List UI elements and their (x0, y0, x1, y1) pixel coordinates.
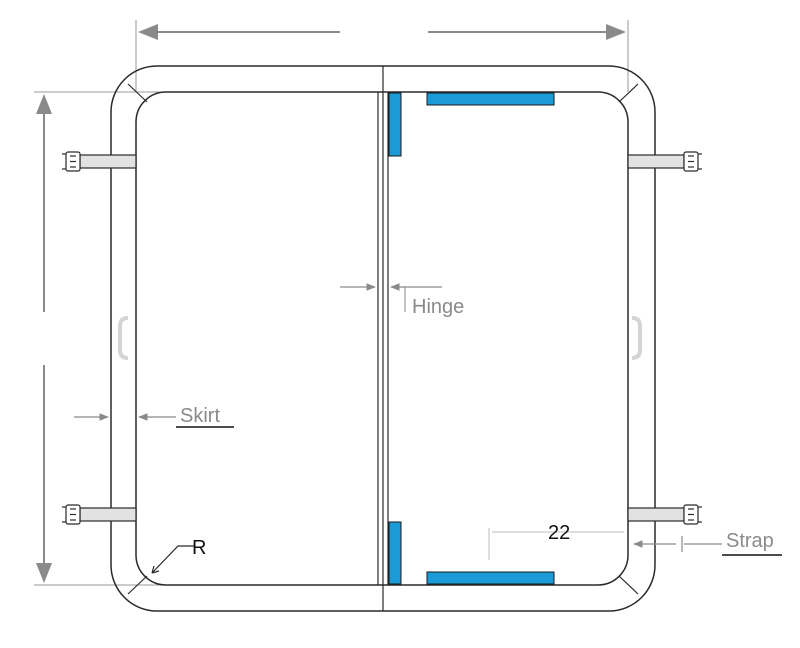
center-hinge (377, 66, 389, 611)
top-dimension (135, 20, 629, 92)
strap-callout (633, 536, 782, 556)
buckles (62, 151, 702, 525)
inner-panel (135, 91, 629, 586)
strap-bottom-left (79, 507, 137, 522)
buckle-bottom-left (62, 504, 81, 525)
top-vertical-blue-bar (388, 92, 402, 157)
left-dimension (34, 91, 170, 586)
strap-top-left (79, 154, 137, 169)
dimension-22-label: 22 (548, 522, 570, 544)
strap-bottom-right (627, 507, 685, 522)
top-horizontal-blue-bar (426, 92, 555, 106)
straps (79, 154, 685, 522)
hinge-label: Hinge (412, 296, 464, 318)
radius-label: R (192, 537, 206, 559)
bottom-horizontal-blue-bar (426, 571, 555, 585)
side-handles (118, 316, 642, 360)
hinge-callout (340, 283, 442, 312)
corner-marks (127, 83, 639, 595)
strap-label: Strap (726, 530, 774, 552)
blue-panels (388, 92, 555, 585)
dimension-22 (488, 528, 624, 560)
skirt-label: Skirt (180, 405, 220, 427)
buckle-top-right (683, 151, 702, 172)
left-handle (118, 316, 129, 360)
skirt-callout (74, 413, 234, 428)
buckle-bottom-right (683, 504, 702, 525)
radius-callout (151, 545, 194, 574)
right-handle (631, 316, 642, 360)
strap-top-right (627, 154, 685, 169)
buckle-top-left (62, 151, 81, 172)
bottom-vertical-blue-bar (388, 521, 402, 585)
